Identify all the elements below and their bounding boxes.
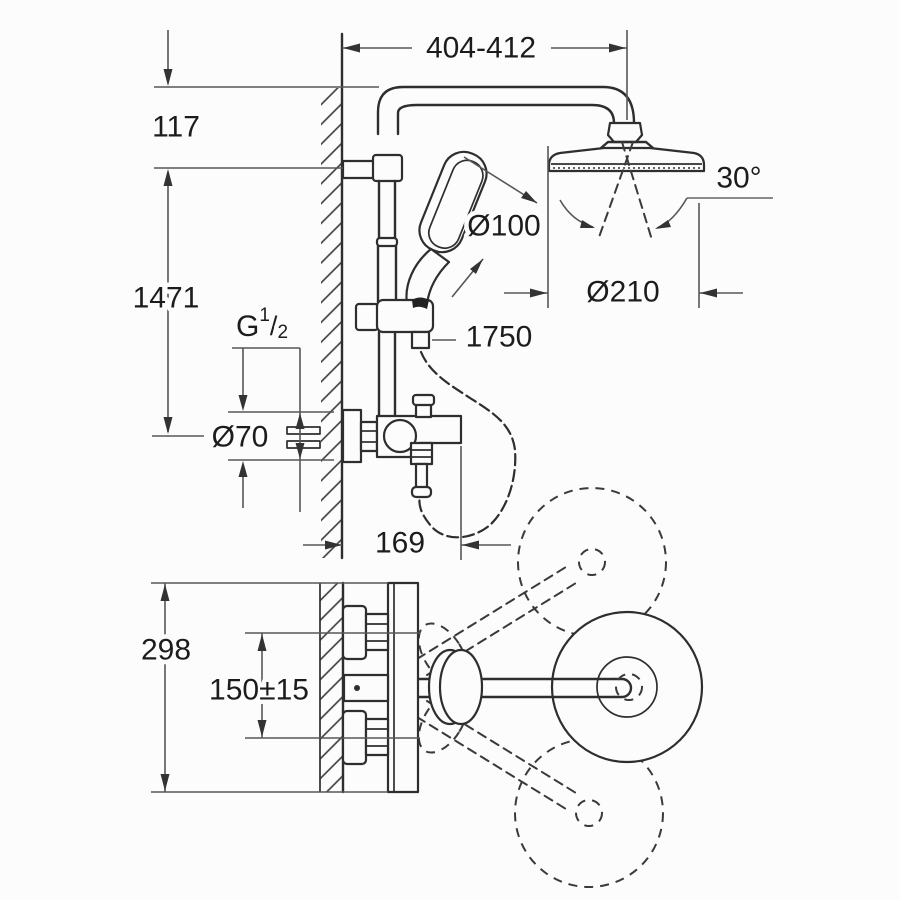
label-spout-depth: 169 bbox=[375, 527, 425, 560]
thermostat-knob bbox=[382, 418, 418, 454]
label-inlet-spacing: 150±15 bbox=[209, 674, 309, 707]
thread-size-text: G1/2 bbox=[236, 305, 288, 343]
dimension-inlet-spacing-150: 150±15 bbox=[205, 632, 420, 739]
dimension-head-shower-210: Ø210 bbox=[504, 146, 743, 313]
label-body-height: 298 bbox=[141, 634, 191, 667]
arm-up-dashed bbox=[416, 566, 567, 660]
dimension-escutcheon-70: Ø70 bbox=[207, 411, 334, 461]
shower-hose bbox=[418, 350, 517, 539]
diverter-cap bbox=[411, 393, 436, 407]
inlet-nut-bottom bbox=[364, 717, 390, 757]
rail-holder bbox=[354, 297, 435, 350]
mixer-valve-side bbox=[286, 393, 463, 499]
dimension-spout-depth-169: 169 bbox=[303, 446, 511, 564]
head-shower-side bbox=[547, 121, 706, 241]
holder-cup-shadow bbox=[412, 297, 429, 309]
valve-body-plan bbox=[386, 581, 420, 794]
outlet-cap bbox=[410, 485, 433, 499]
wall-section-side bbox=[321, 32, 344, 560]
spray-line-right bbox=[621, 141, 653, 241]
head-mount bbox=[599, 140, 655, 150]
label-hand-shower-diameter: Ø100 bbox=[467, 210, 540, 243]
union-nut bbox=[359, 420, 379, 453]
label-hose-length-1750: 1750 bbox=[432, 316, 537, 358]
label-swivel-angle: 30° bbox=[716, 162, 761, 195]
label-rail-height: 1471 bbox=[133, 282, 200, 315]
outlet-tube bbox=[414, 462, 429, 491]
dimension-width-404-412: 404-412 bbox=[342, 27, 628, 120]
hose-nipple bbox=[410, 330, 431, 350]
head-hub-plan bbox=[596, 656, 658, 718]
head-shower-plan bbox=[550, 610, 704, 764]
dimension-swivel-angle-30: 30° bbox=[559, 157, 773, 229]
arm-down-dashed bbox=[416, 716, 567, 810]
label-escutcheon-diameter: Ø70 bbox=[212, 421, 269, 454]
hand-shower-faceplate bbox=[427, 159, 484, 250]
hand-shower bbox=[405, 150, 488, 306]
label-arm-drop: 117 bbox=[152, 111, 200, 144]
wall-hatching bbox=[321, 88, 342, 558]
outlet-plan bbox=[342, 673, 390, 703]
arm-end-cap bbox=[612, 677, 633, 699]
hand-shower-grip bbox=[405, 247, 451, 306]
wall-hatching-plan bbox=[320, 583, 343, 792]
dimension-arm-drop-117: 117 bbox=[148, 30, 379, 169]
ball-joint-nut bbox=[606, 121, 644, 144]
holder-clamp bbox=[354, 302, 380, 332]
dimension-body-height-298: 298 bbox=[136, 582, 388, 793]
outlet-nut bbox=[409, 441, 434, 466]
head-position-down-dashed bbox=[514, 738, 664, 888]
wall-bracket bbox=[341, 159, 377, 180]
escutcheon bbox=[341, 408, 363, 464]
label-width-range: 404-412 bbox=[426, 32, 536, 65]
rail-joint bbox=[375, 236, 399, 248]
label-thread-g-half: G1/2 bbox=[232, 300, 305, 512]
outlet-center-dot bbox=[354, 685, 360, 691]
holder-body bbox=[375, 298, 435, 334]
shower-arm bbox=[376, 85, 636, 136]
label-head-shower-diameter: Ø210 bbox=[586, 276, 659, 309]
supply-pipe-bottom bbox=[286, 440, 321, 449]
label-hose-length: 1750 bbox=[466, 321, 533, 354]
dimension-hand-shower-100: Ø100 bbox=[451, 156, 545, 298]
inlet-nut-top bbox=[364, 612, 390, 652]
rail-collar bbox=[371, 153, 404, 183]
slide-rail bbox=[341, 153, 404, 418]
dimension-rail-height-1471: 1471 bbox=[128, 169, 204, 437]
